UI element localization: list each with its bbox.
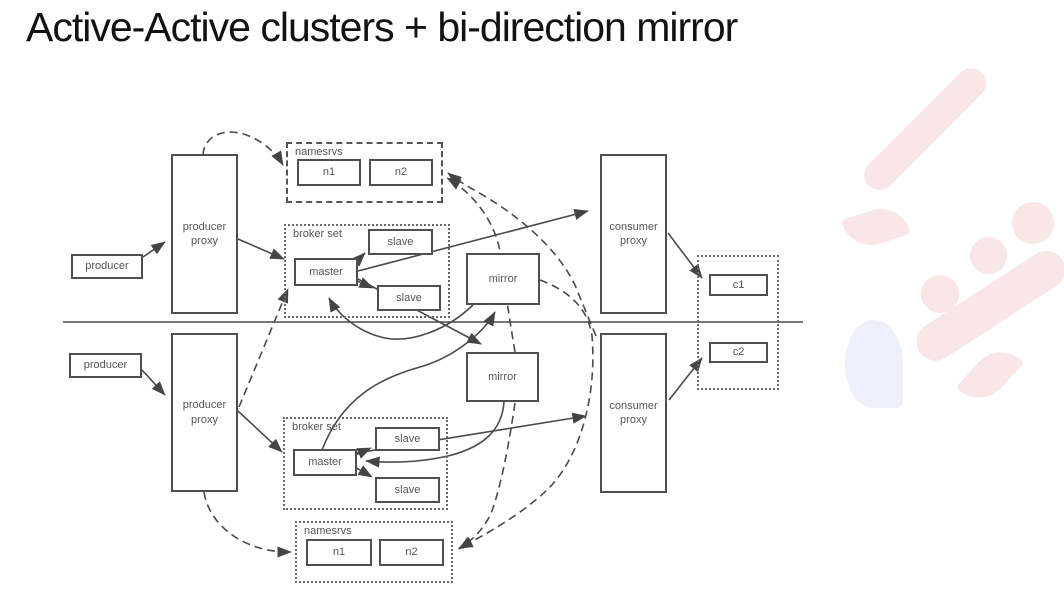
watermark-blue-blob [845, 320, 903, 408]
slave-lower-label-top: slave [396, 291, 422, 304]
mirror-label-bottom: mirror [488, 370, 517, 383]
arrow-master-to-slave-lower-bottom [354, 465, 373, 478]
n1-label-bottom: n1 [332, 546, 346, 559]
watermark-dot-medium [970, 237, 1007, 274]
dashed-producerproxy-top-to-namesrvs-top [202, 131, 284, 166]
broker-set-group-bottom: broker set [283, 417, 448, 510]
consumer-proxy-box-top: consumer proxy [600, 154, 667, 314]
consumer-c1-box: c1 [709, 274, 768, 296]
mirror-box-top: mirror [466, 253, 540, 305]
namesrvs-group-top: namesrvs [286, 142, 443, 203]
consumer-proxy-label-top: consumer proxy [609, 220, 658, 247]
slave-upper-label-top: slave [387, 235, 414, 248]
dashed-mirror-bottom-to-namesrvs-bottom [458, 402, 516, 550]
slave-lower-box-top: slave [377, 285, 441, 311]
consumer-c2-box: c2 [709, 342, 768, 363]
arrow-consumerproxy-to-c1 [667, 232, 703, 279]
namesrv-n2-box-top: n2 [369, 159, 433, 186]
slave-upper-box-bottom: slave [375, 427, 440, 451]
namesrvs-group-label-bottom: namesrvs [304, 525, 352, 537]
c2-label: c2 [732, 346, 745, 359]
n1-label-top: n1 [322, 166, 336, 179]
master-label-bottom: master [308, 456, 342, 469]
namesrv-n2-box-bottom: n2 [379, 539, 444, 566]
broker-set-group-top: broker set [284, 224, 450, 318]
producer-proxy-box-top: producer proxy [171, 154, 238, 314]
mirror-label-top: mirror [488, 272, 518, 285]
arrow-master-to-slave-upper-bottom [354, 447, 372, 459]
arrow-master-to-slave-lower-top [354, 277, 374, 289]
arrow-mirror-bottom-to-master-bottom [365, 401, 505, 468]
slave-lower-label-bottom: slave [394, 483, 421, 496]
namesrvs-group-bottom: namesrvs [295, 521, 453, 583]
arrow-consumerproxy-to-c2 [668, 357, 703, 401]
page-title: Active-Active clusters + bi-direction mi… [26, 4, 738, 50]
arrow-producer-to-proxy-bottom [141, 369, 166, 396]
consumer-proxy-label-bottom: consumer proxy [609, 399, 658, 426]
dashed-producerproxy-bottom-to-namesrvs-bottom [203, 491, 292, 558]
slave-upper-label-bottom: slave [394, 432, 421, 445]
producer-label-top: producer [85, 260, 129, 273]
namesrv-n1-box-bottom: n1 [306, 539, 372, 566]
namesrvs-group-label-top: namesrvs [295, 146, 343, 158]
producer-proxy-label-bottom: producer proxy [182, 399, 227, 426]
n2-label-bottom: n2 [405, 546, 418, 559]
dashed-mirror-top-to-namesrvs-bottom [458, 279, 594, 549]
producer-box-bottom: producer [69, 353, 142, 378]
consumer-proxy-box-bottom: consumer proxy [600, 333, 667, 493]
arrow-producer-to-proxy-top [142, 241, 166, 258]
watermark-dot-large [1012, 202, 1054, 244]
slave-upper-box-top: slave [368, 229, 433, 255]
dashed-consumerproxy-bottom-to-namesrvs-top [447, 172, 597, 337]
consumer-group [697, 255, 779, 390]
master-box-top: master [294, 258, 358, 286]
c1-label: c1 [732, 278, 745, 291]
arrow-proxy-to-master-top [237, 238, 285, 260]
broker-set-group-label-bottom: broker set [292, 421, 341, 433]
slave-lower-box-bottom: slave [375, 477, 440, 503]
master-label-top: master [309, 265, 343, 278]
mirror-box-bottom: mirror [466, 352, 539, 402]
arrow-mirror-top-to-master-top [328, 297, 474, 340]
arrow-master-to-consumerproxy-top [357, 209, 589, 272]
producer-box-top: producer [71, 254, 143, 279]
namesrv-n1-box-top: n1 [297, 159, 361, 186]
n2-label-top: n2 [394, 166, 408, 179]
dashed-producerproxy-bottom-to-master-top [238, 288, 289, 408]
master-box-bottom: master [293, 449, 357, 476]
arrow-proxy-to-master-bottom [237, 410, 283, 453]
broker-set-group-label-top: broker set [293, 228, 342, 240]
producer-label-bottom: producer [83, 359, 128, 372]
producer-proxy-box-bottom: producer proxy [171, 333, 238, 492]
producer-proxy-label-top: producer proxy [182, 220, 227, 247]
arrow-master-bottom-to-mirror-top [321, 311, 496, 451]
